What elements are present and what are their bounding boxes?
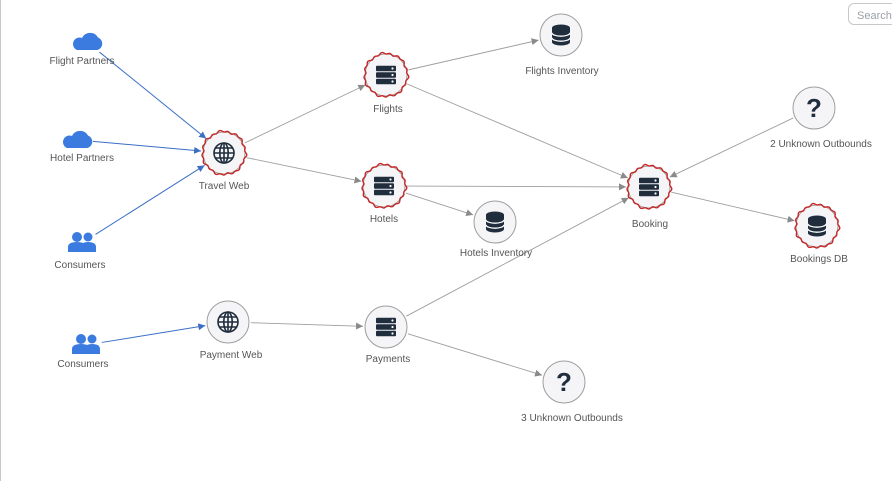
node-travel-web[interactable]: Travel Web xyxy=(199,129,250,192)
node-consumers-2[interactable]: Consumers xyxy=(57,334,109,370)
cloud-icon xyxy=(73,32,103,50)
node-unknown-outbounds-2[interactable]: ? 2 Unknown Outbounds xyxy=(770,86,872,150)
node-label: Consumers xyxy=(54,260,105,271)
highlight-ring xyxy=(201,129,248,176)
node-circle xyxy=(792,86,836,130)
edge-consumers-2-to-payment-web xyxy=(101,323,206,343)
edge-payment-web-to-payments xyxy=(250,322,364,330)
node-hotels[interactable]: Hotels xyxy=(361,162,408,225)
highlight-ring xyxy=(361,162,408,209)
node-hotels-inventory[interactable]: Hotels Inventory xyxy=(460,200,532,259)
edge-consumers-1-to-travel-web xyxy=(95,164,205,235)
server-icon xyxy=(374,176,394,196)
node-label: Consumers xyxy=(57,359,108,370)
edges-layer xyxy=(92,38,795,377)
edge-flight-partners-to-travel-web xyxy=(99,51,207,139)
node-label: Flights xyxy=(373,104,402,115)
search-input[interactable] xyxy=(848,3,892,25)
node-label: Bookings DB xyxy=(790,254,848,265)
question-icon: ? xyxy=(556,367,572,397)
server-icon xyxy=(376,317,396,337)
node-flights-inventory[interactable]: Flights Inventory xyxy=(525,13,599,77)
cloud-icon xyxy=(63,130,93,148)
node-label: Payments xyxy=(366,354,410,365)
node-booking[interactable]: Booking xyxy=(626,163,673,230)
edge-payments-to-booking xyxy=(406,197,629,317)
database-icon xyxy=(485,211,505,233)
node-payment-web[interactable]: Payment Web xyxy=(200,300,263,361)
node-consumers-1[interactable]: Consumers xyxy=(54,232,106,271)
highlight-ring xyxy=(794,202,841,249)
svg-text:?: ? xyxy=(556,367,572,397)
node-label: Payment Web xyxy=(200,350,263,361)
edge-hotels-to-booking xyxy=(406,183,627,191)
highlight-ring xyxy=(626,163,673,210)
edge-flights-to-booking xyxy=(406,83,629,179)
node-label: Flight Partners xyxy=(49,56,114,67)
node-label: Hotel Partners xyxy=(50,153,114,164)
question-icon: ? xyxy=(806,93,822,123)
server-icon xyxy=(376,65,396,85)
globe-icon xyxy=(213,142,235,164)
left-border xyxy=(0,0,1,481)
database-icon xyxy=(807,215,827,237)
node-label: Travel Web xyxy=(199,181,250,192)
node-bookings-db[interactable]: Bookings DB xyxy=(790,202,848,265)
database-icon xyxy=(551,24,571,46)
node-label: Hotels Inventory xyxy=(460,248,532,259)
node-flights[interactable]: Flights xyxy=(363,51,410,115)
edge-travel-web-to-hotels xyxy=(246,157,362,184)
node-circle xyxy=(542,360,586,404)
node-unknown-outbounds-3[interactable]: ? 3 Unknown Outbounds xyxy=(521,360,623,424)
globe-icon xyxy=(217,311,239,333)
node-hotel-partners[interactable]: Hotel Partners xyxy=(50,130,114,164)
server-icon xyxy=(639,177,659,197)
edge-unknown-outbounds-2-to-booking xyxy=(669,117,794,178)
node-label: 2 Unknown Outbounds xyxy=(770,139,872,150)
node-label: Hotels xyxy=(370,214,398,225)
edge-payments-to-unknown-outbounds-3 xyxy=(407,333,543,377)
svg-text:?: ? xyxy=(806,93,822,123)
edge-travel-web-to-flights xyxy=(244,84,366,144)
users-icon xyxy=(68,232,96,252)
edge-hotels-to-hotels-inventory xyxy=(405,192,474,217)
node-label: 3 Unknown Outbounds xyxy=(521,413,623,424)
users-icon xyxy=(72,334,100,354)
edge-flights-to-flights-inventory xyxy=(408,38,539,71)
node-label: Flights Inventory xyxy=(525,66,598,77)
highlight-ring xyxy=(363,51,410,98)
node-label: Booking xyxy=(632,219,668,230)
node-flight-partners[interactable]: Flight Partners xyxy=(49,32,115,67)
node-payments[interactable]: Payments xyxy=(364,305,410,365)
edge-booking-to-bookings-db xyxy=(671,191,795,223)
edge-hotel-partners-to-travel-web xyxy=(92,140,202,154)
